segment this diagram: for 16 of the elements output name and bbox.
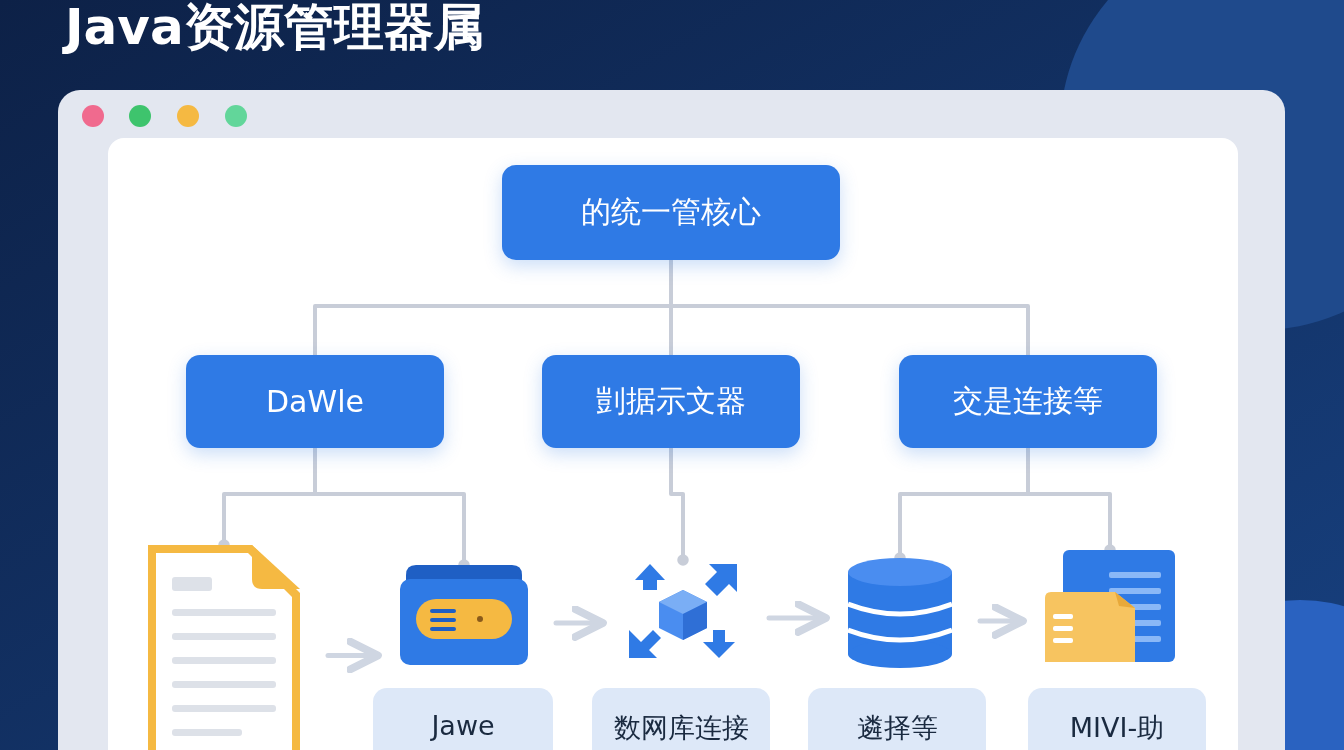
- connector-line: [669, 446, 689, 566]
- flow-arrow: [977, 603, 1027, 639]
- label-box: MIVI-助: [1028, 688, 1206, 750]
- document-icon: [148, 545, 300, 750]
- category-box: 剴据示文器: [542, 355, 800, 448]
- drive-icon: [400, 565, 528, 665]
- database-icon: [848, 558, 952, 668]
- label-box: Jawe: [373, 688, 553, 750]
- label-box: 遴择等: [808, 688, 986, 750]
- flow-arrow: [766, 600, 830, 636]
- root-box: 的统一管核心: [502, 165, 840, 260]
- category-box: 交是连接等: [899, 355, 1157, 448]
- flow-arrow: [553, 605, 607, 641]
- flow-arrow: [325, 637, 382, 674]
- label-box: 数网库连接: [592, 688, 770, 750]
- category-box: DaWle: [186, 355, 444, 448]
